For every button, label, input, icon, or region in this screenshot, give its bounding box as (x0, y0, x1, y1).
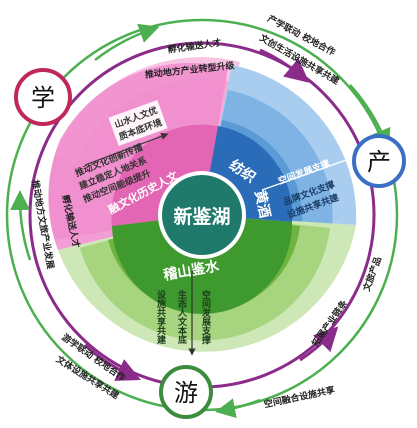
pink-arrow-line (84, 132, 169, 166)
ring-arrow-purple-right (299, 326, 339, 362)
node-chan[interactable] (352, 134, 406, 188)
center-circle (162, 175, 242, 255)
green-col-text-3: 设施共享共建 (155, 289, 166, 345)
green-col-text-1: 空间发展支撑 (200, 289, 212, 345)
ring-arrow-left (10, 190, 32, 261)
ring-arrow-purple-top (259, 48, 310, 83)
green-col-text-2: 生态人文本底 (176, 289, 188, 345)
pink-text-box (108, 100, 168, 146)
green-col-3: 设施共享共建 (155, 289, 166, 345)
blue-arrow-line (261, 155, 356, 191)
node-xue-label: 学 (31, 84, 55, 112)
center-label: 新鉴湖 (173, 205, 230, 228)
node-xue[interactable] (14, 68, 72, 126)
node-you-label: 游 (174, 379, 198, 407)
ring-arrow-bottom (215, 398, 261, 418)
node-you[interactable] (159, 365, 213, 419)
ring-arrow-top-left (94, 23, 160, 61)
node-chan-label: 产 (367, 148, 391, 176)
ring-arrow-purple-left (83, 343, 141, 381)
outer-top-1: 孵化输送人才 (167, 36, 222, 55)
outer-right-2: 拓展产业链条 (309, 297, 350, 349)
green-col-1: 空间发展支撑 (200, 289, 212, 345)
green-band (112, 215, 293, 315)
blue-sector-label-bottom: 黄酒 (251, 189, 273, 220)
green-col-2: 生态人文本底 (176, 289, 188, 345)
